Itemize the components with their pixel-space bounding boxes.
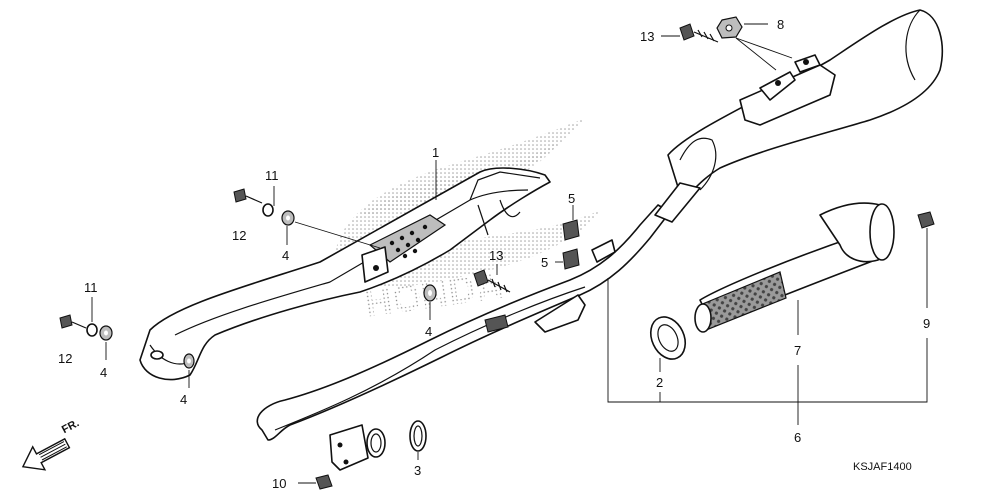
callout-13: 13 — [489, 248, 503, 263]
callout-6: 6 — [794, 430, 801, 445]
tail-pipe — [694, 202, 895, 333]
callout-7: 7 — [794, 343, 801, 358]
muffler-protector — [139, 167, 551, 381]
front-direction-arrow: FR. — [21, 417, 81, 471]
callout-3: 3 — [414, 463, 421, 478]
callout-12: 12 — [58, 351, 72, 366]
exhaust-pipe — [256, 204, 671, 471]
callout-8: 8 — [777, 17, 784, 32]
callout-2: 2 — [656, 375, 663, 390]
muffler-body — [654, 9, 943, 223]
callout-5: 5 — [541, 255, 548, 270]
callout-4: 4 — [180, 392, 187, 407]
callout-4: 4 — [100, 365, 107, 380]
callout-5: 5 — [568, 191, 575, 206]
callout-4: 4 — [282, 248, 289, 263]
callout-11: 11 — [84, 280, 98, 295]
hardware — [59, 16, 935, 490]
callout-13: 13 — [640, 29, 654, 44]
callout-11: 11 — [265, 168, 279, 183]
callout-10: 10 — [272, 476, 286, 491]
callout-9: 9 — [923, 316, 930, 331]
fr-label: FR. — [60, 417, 81, 436]
diagram-code: KSJAF1400 — [853, 461, 912, 473]
leader-lines — [91, 23, 928, 484]
callout-labels: 1 2 3 4 4 4 4 5 5 6 7 8 9 10 11 11 12 12… — [58, 17, 930, 491]
callout-4: 4 — [425, 324, 432, 339]
callout-12: 12 — [232, 228, 246, 243]
gasket-ring — [649, 316, 687, 360]
joint-gasket — [409, 420, 427, 452]
callout-1: 1 — [432, 145, 439, 160]
